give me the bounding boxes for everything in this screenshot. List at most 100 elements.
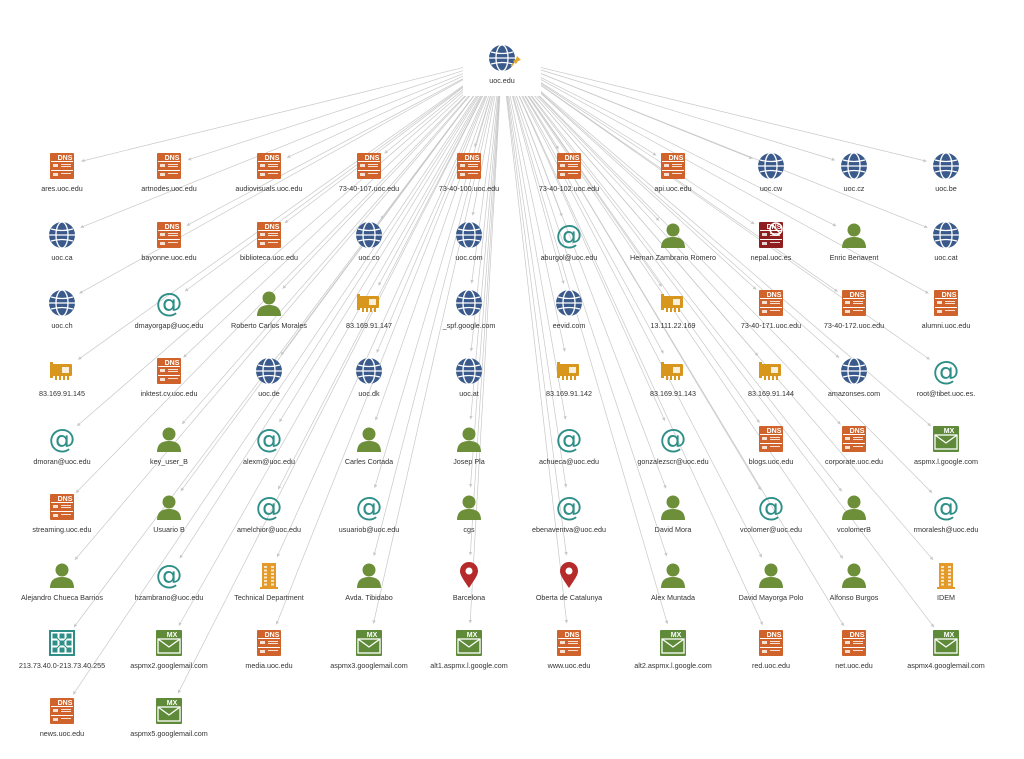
graph-node[interactable]: uoc.cat (896, 221, 996, 281)
graph-node[interactable]: amazonses.com (804, 357, 904, 417)
graph-node[interactable]: key_user_B (119, 425, 219, 485)
edge-alejandro-chueca-barrios (74, 68, 494, 561)
svg-text:DNS: DNS (565, 155, 580, 162)
graph-node[interactable]: Alex Muntada (623, 561, 723, 621)
graph-node[interactable]: uoc.ch (12, 289, 112, 349)
graph-node[interactable]: Josep Pla (419, 425, 519, 485)
graph-node[interactable]: @root@tibet.uoc.es. (896, 356, 996, 417)
graph-node[interactable]: @aburgol@uoc.edu (519, 220, 619, 281)
graph-node[interactable]: @ebenaventva@uoc.edu (519, 492, 619, 553)
graph-node[interactable]: Hernan Zambrano Romero (623, 221, 723, 281)
graph-node[interactable]: Oberta de Catalunya (519, 561, 619, 621)
graph-node[interactable]: uoc.com (419, 221, 519, 281)
graph-node[interactable]: Avda. Tibidabo (319, 561, 419, 621)
graph-node[interactable]: Roberto Carlos Morales (219, 289, 319, 349)
graph-node[interactable]: @dmoran@uoc.edu (12, 424, 112, 485)
graph-node[interactable]: uoc.de (219, 357, 319, 417)
graph-node[interactable]: uoc.cz (804, 152, 904, 212)
edge-carles-cortada (374, 71, 498, 421)
graph-node[interactable]: uoc.ca (12, 221, 112, 281)
edge-nepal-uoc-es (513, 65, 755, 225)
graph-node[interactable]: @dmayorgap@uoc.edu (119, 288, 219, 349)
svg-text:DNS: DNS (942, 292, 957, 299)
graph-node[interactable]: 83.169.91.145 (12, 357, 112, 417)
graph-node[interactable]: Alejandro Chueca Barrios (12, 561, 112, 621)
graph-node[interactable]: DNSnepal.uoc.es (721, 221, 821, 281)
dns-icon: DNS (840, 289, 868, 317)
graph-node[interactable]: eevid.com (519, 289, 619, 349)
building-icon (255, 561, 283, 589)
graph-node[interactable]: @amelchior@uoc.edu (219, 492, 319, 553)
graph-node[interactable]: 13.111.22.169 (623, 289, 723, 349)
graph-node[interactable]: @rmoralesh@uoc.edu (896, 492, 996, 553)
graph-node[interactable]: uoc.cw (721, 152, 821, 212)
person-icon (659, 561, 687, 589)
root-node[interactable]: uoc.edu (452, 44, 552, 104)
node-label: blogs.uoc.edu (748, 457, 794, 466)
graph-node[interactable]: Usuario B (119, 493, 219, 553)
graph-node[interactable]: uoc.co (319, 221, 419, 281)
graph-node[interactable]: @alexm@uoc.edu (219, 424, 319, 485)
graph-node[interactable]: @hzambrano@uoc.edu (119, 560, 219, 621)
edge-83-169-91-147 (378, 70, 496, 286)
graph-node[interactable]: vcolomerB (804, 493, 904, 553)
graph-node[interactable]: 213.73.40.0-213.73.40.255 (12, 629, 112, 689)
graph-node[interactable]: 83.169.91.142 (519, 357, 619, 417)
node-label: cgs (463, 525, 475, 534)
graph-node[interactable]: uoc.be (896, 152, 996, 212)
edge-dmoran-uoc-edu (76, 66, 492, 427)
graph-node[interactable]: cgs (419, 493, 519, 553)
graph-node[interactable]: @achueca@uoc.edu (519, 424, 619, 485)
graph-node[interactable]: 83.169.91.147 (319, 289, 419, 349)
graph-node[interactable]: uoc.at (419, 357, 519, 417)
graph-node[interactable]: @vcolomer@uoc.edu (721, 492, 821, 553)
graph-node[interactable]: _spf.google.com (419, 289, 519, 349)
graph-node[interactable]: Alfonso Burgos (804, 561, 904, 621)
graph-node[interactable]: Technical Department (219, 561, 319, 621)
graph-node[interactable]: 83.169.91.143 (623, 357, 723, 417)
graph-node[interactable]: @usuariob@uoc.edu (319, 492, 419, 553)
graph-node[interactable]: David Mora (623, 493, 723, 553)
node-label: Alex Muntada (651, 593, 695, 602)
graph-node[interactable]: Enric Benavent (804, 221, 904, 281)
graph-node[interactable]: @gonzalezscr@uoc.edu (623, 424, 723, 485)
graph-node[interactable]: 83.169.91.144 (721, 357, 821, 417)
person-icon (840, 221, 868, 249)
graph-node[interactable]: IDEM (896, 561, 996, 621)
graph-node[interactable]: uoc.dk (319, 357, 419, 417)
mx-icon: MX (155, 629, 183, 657)
node-label: ebenaventva@uoc.edu (531, 525, 607, 534)
graph-node[interactable]: Carles Cortada (319, 425, 419, 485)
graph-node[interactable]: Barcelona (419, 561, 519, 621)
graph-node[interactable]: David Mayorga Polo (721, 561, 821, 621)
